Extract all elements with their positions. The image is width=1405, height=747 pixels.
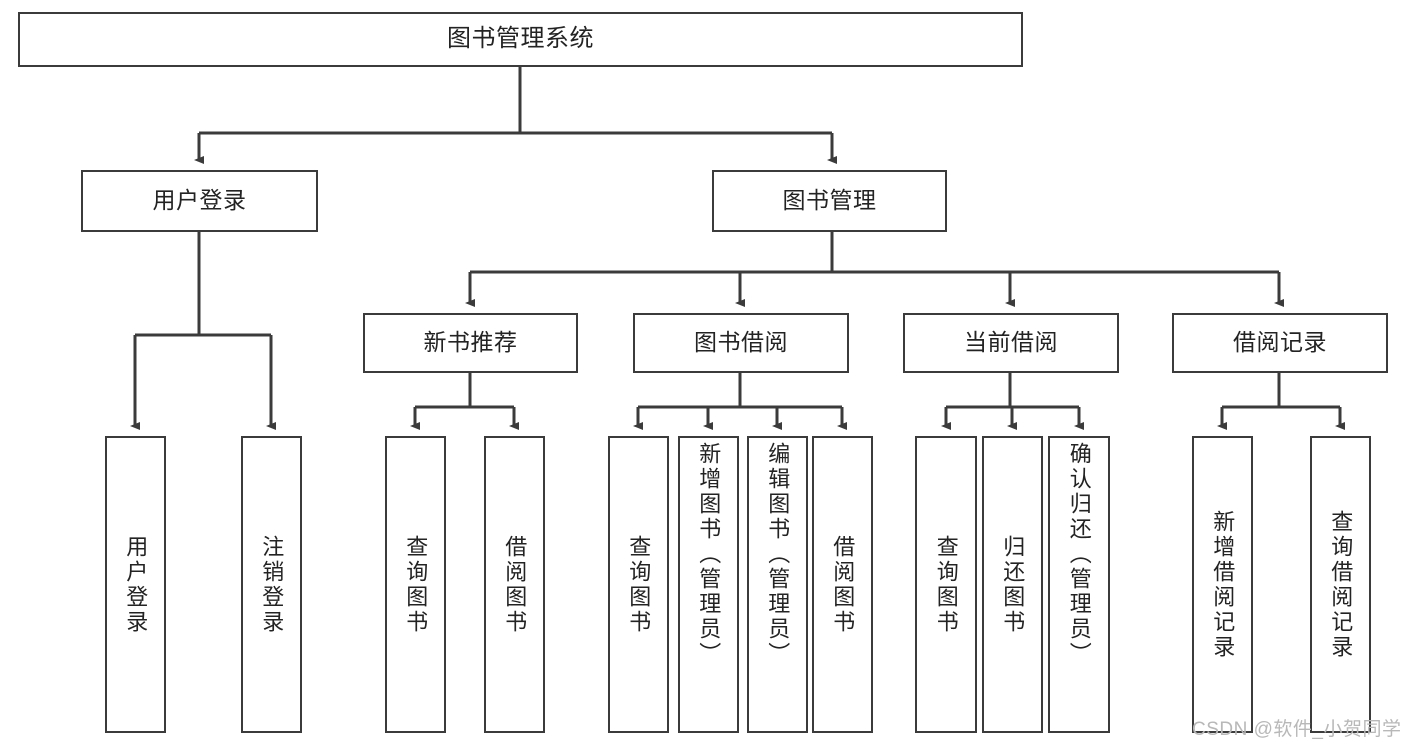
node-label: 借阅记录 [1233, 329, 1327, 356]
node-label: 编辑图书（管理员） [765, 442, 791, 667]
leaf-user-login[interactable]: 用户登录 [105, 436, 166, 733]
node-label: 查询图书 [403, 534, 429, 635]
leaf-query-book-borrow[interactable]: 查询图书 [608, 436, 669, 733]
leaf-query-borrow-record[interactable]: 查询借阅记录 [1310, 436, 1371, 733]
node-label: 用户登录 [152, 187, 247, 214]
node-borrow-record[interactable]: 借阅记录 [1172, 313, 1388, 373]
leaf-add-book[interactable]: 新增图书（管理员） [678, 436, 739, 733]
leaf-confirm-return[interactable]: 确认归还（管理员） [1048, 436, 1110, 733]
node-label: 当前借阅 [964, 329, 1058, 356]
node-book-manage[interactable]: 图书管理 [712, 170, 947, 232]
node-label: 用户登录 [123, 534, 149, 635]
leaf-borrow-book[interactable]: 借阅图书 [812, 436, 873, 733]
node-root-system[interactable]: 图书管理系统 [18, 12, 1023, 67]
leaf-borrow-book-recommend[interactable]: 借阅图书 [484, 436, 545, 733]
node-label: 借阅图书 [830, 534, 856, 635]
node-label: 图书管理 [782, 187, 877, 214]
leaf-return-book[interactable]: 归还图书 [982, 436, 1043, 733]
leaf-query-book-current[interactable]: 查询图书 [915, 436, 977, 733]
leaf-query-book-recommend[interactable]: 查询图书 [385, 436, 446, 733]
node-label: 新增借阅记录 [1210, 509, 1236, 660]
node-label: 归还图书 [1000, 534, 1026, 635]
node-label: 图书管理系统 [447, 25, 594, 53]
node-new-book-recommend[interactable]: 新书推荐 [363, 313, 578, 373]
node-current-borrow[interactable]: 当前借阅 [903, 313, 1119, 373]
node-label: 借阅图书 [502, 534, 528, 635]
node-label: 查询图书 [626, 534, 652, 635]
leaf-edit-book[interactable]: 编辑图书（管理员） [747, 436, 808, 733]
node-label: 新书推荐 [423, 329, 518, 356]
csdn-watermark: CSDN @软件_小贺同学 [1192, 719, 1402, 740]
node-label: 确认归还（管理员） [1066, 442, 1092, 667]
node-book-borrow[interactable]: 图书借阅 [633, 313, 849, 373]
node-label: 注销登录 [259, 534, 285, 635]
leaf-add-borrow-record[interactable]: 新增借阅记录 [1192, 436, 1253, 733]
node-label: 查询图书 [933, 534, 959, 635]
leaf-logout-login[interactable]: 注销登录 [241, 436, 302, 733]
node-label: 图书借阅 [694, 329, 788, 356]
node-label: 查询借阅记录 [1328, 509, 1354, 660]
node-label: 新增图书（管理员） [696, 442, 722, 667]
node-user-login[interactable]: 用户登录 [81, 170, 318, 232]
